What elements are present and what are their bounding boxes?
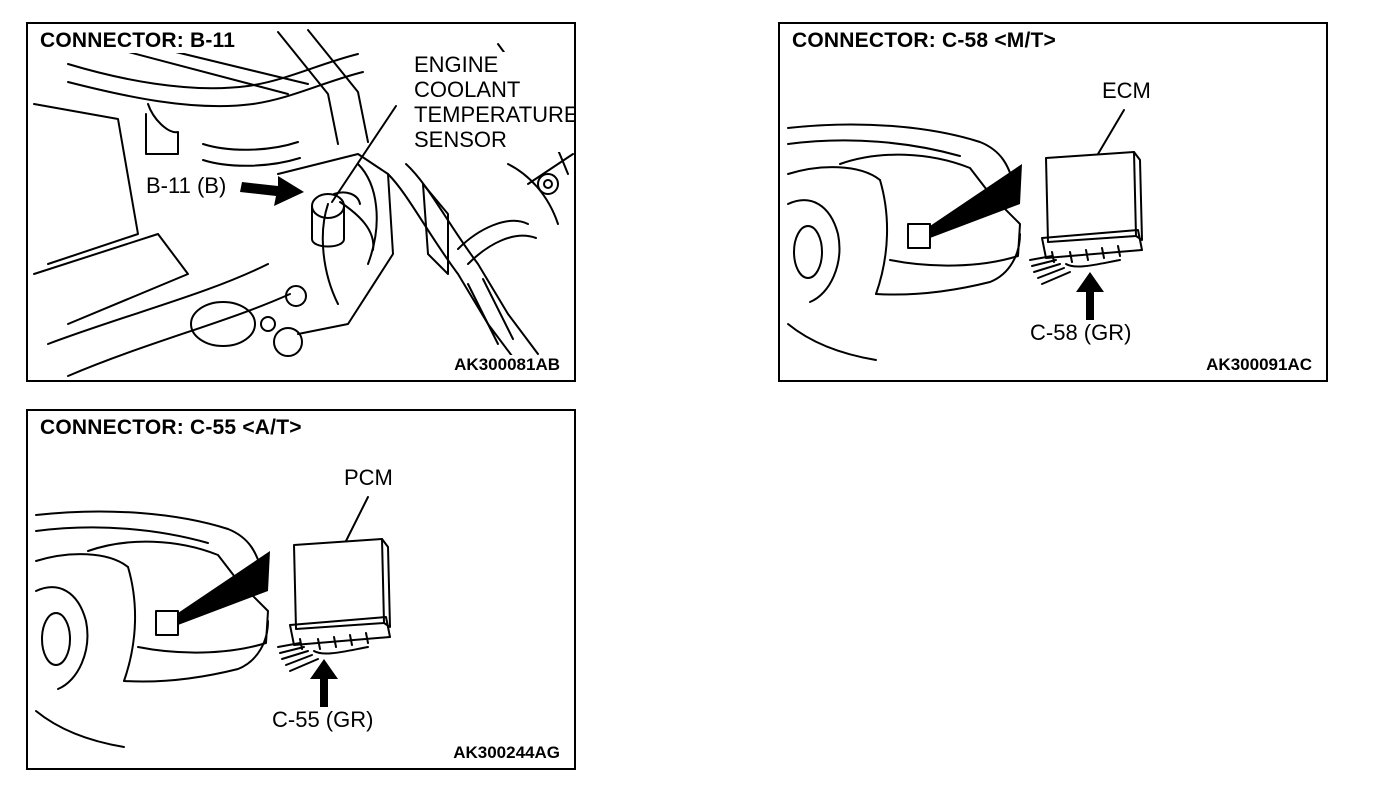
panel-title: CONNECTOR: C-55 <A/T> bbox=[38, 416, 304, 440]
figure-code: AK300091AC bbox=[1204, 355, 1314, 375]
callout-line-3: TEMPERATURE bbox=[414, 102, 576, 127]
panel-b11: CONNECTOR: B-11 ENGINE COOLANT TEMPERATU… bbox=[26, 22, 576, 382]
sensor-callout-label: ENGINE COOLANT TEMPERATURE SENSOR bbox=[412, 52, 576, 152]
panel-title: CONNECTOR: C-58 <M/T> bbox=[790, 29, 1059, 53]
panel-c55: CONNECTOR: C-55 <A/T> PCM C-55 (GR) AK30… bbox=[26, 409, 576, 770]
callout-line-4: SENSOR bbox=[414, 127, 507, 152]
connector-label: C-55 (GR) bbox=[270, 707, 376, 732]
module-label-ecm: ECM bbox=[1100, 78, 1153, 103]
panel-title: CONNECTOR: B-11 bbox=[38, 29, 238, 53]
connector-label: B-11 (B) bbox=[144, 173, 229, 198]
engine-bay-illustration bbox=[33, 29, 574, 377]
callout-line-2: COOLANT bbox=[414, 77, 521, 102]
callout-line-1: ENGINE bbox=[414, 52, 499, 77]
figure-code: AK300081AB bbox=[452, 355, 562, 375]
dashboard-pcm-illustration bbox=[35, 496, 391, 748]
connector-label: C-58 (GR) bbox=[1028, 320, 1134, 345]
panel-c58: CONNECTOR: C-58 <M/T> ECM C-58 (GR) AK30… bbox=[778, 22, 1328, 382]
dashboard-ecm-illustration bbox=[787, 109, 1143, 361]
figure-code: AK300244AG bbox=[451, 743, 562, 763]
module-label-pcm: PCM bbox=[342, 465, 395, 490]
